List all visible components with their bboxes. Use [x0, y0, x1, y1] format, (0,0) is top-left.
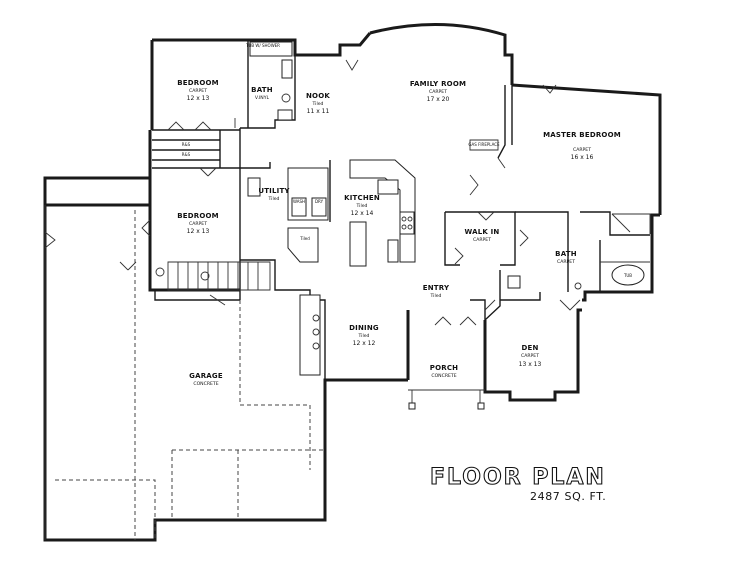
svg-text:GARAGE: GARAGE: [189, 372, 223, 380]
svg-text:BATH: BATH: [251, 86, 273, 94]
room-label-family-room: FAMILY ROOM CARPET 17 x 20: [410, 80, 466, 103]
svg-text:12 x 13: 12 x 13: [187, 228, 210, 235]
floor-area: 2487 SQ. FT.: [530, 490, 606, 503]
svg-text:ENTRY: ENTRY: [423, 284, 450, 292]
interior-walls: [152, 40, 650, 380]
svg-text:Tiled: Tiled: [358, 333, 370, 339]
bath-nw-fixtures: [249, 41, 293, 121]
master-bath-fixtures: [507, 213, 651, 290]
floor-plan-title: FLOOR PLAN: [430, 465, 606, 490]
room-label-bath-nw: TUB W/ SHOWER BATH V.INYL: [245, 43, 280, 101]
doors: [44, 59, 581, 326]
svg-text:11 x 11: 11 x 11: [307, 108, 330, 115]
room-label-bedroom-nw: BEDROOM CARPET 12 x 13: [177, 79, 219, 102]
room-label-garage: GARAGE CONCRETE: [189, 372, 223, 387]
svg-text:DINING: DINING: [349, 324, 379, 332]
porch-details: [408, 389, 485, 410]
svg-text:FAMILY ROOM: FAMILY ROOM: [410, 80, 466, 88]
svg-text:BATH: BATH: [555, 250, 577, 258]
svg-text:CARPET: CARPET: [573, 147, 591, 153]
fireplace-hearth: [469, 139, 499, 151]
svg-text:BEDROOM: BEDROOM: [177, 79, 219, 87]
svg-text:CARPET: CARPET: [189, 88, 207, 94]
room-label-bath-master: BATH CARPET: [555, 250, 577, 265]
svg-text:UTILITY: UTILITY: [258, 187, 290, 195]
svg-text:KITCHEN: KITCHEN: [344, 194, 380, 202]
svg-text:WALK IN: WALK IN: [464, 228, 499, 236]
svg-text:CONCRETE: CONCRETE: [431, 373, 456, 379]
room-label-den: DEN CARPET 13 x 13: [519, 344, 542, 368]
svg-text:TUB W/ SHOWER: TUB W/ SHOWER: [245, 43, 280, 48]
fireplace-label: GAS FIREPLACE: [468, 142, 500, 147]
svg-text:12 x 12: 12 x 12: [353, 340, 376, 347]
room-label-master-bedroom: MASTER BEDROOM CARPET 16 x 16: [543, 131, 621, 161]
svg-text:12 x 14: 12 x 14: [351, 210, 374, 217]
room-label-walk-in: WALK IN CARPET: [464, 228, 499, 243]
svg-text:12 x 13: 12 x 13: [187, 95, 210, 102]
tub-label: TUB: [623, 273, 632, 278]
svg-text:17 x 20: 17 x 20: [427, 96, 450, 103]
room-label-kitchen: KITCHEN Tiled 12 x 14: [344, 194, 380, 217]
room-label-bedroom-w: BEDROOM CARPET 12 x 13: [177, 212, 219, 235]
room-label-entry: ENTRY Tiled: [423, 284, 450, 299]
svg-text:CARPET: CARPET: [521, 353, 539, 359]
rs-label-2: R&S: [182, 152, 191, 157]
svg-text:V.INYL: V.INYL: [255, 95, 270, 101]
room-label-dining: DINING Tiled 12 x 12: [349, 324, 379, 347]
pantry-label: Tiled: [299, 236, 310, 241]
room-label-porch: PORCH CONCRETE: [430, 364, 458, 379]
garage-area: [44, 205, 325, 540]
washer-label: WASH: [293, 199, 305, 204]
room-label-nook: NOOK Tiled 11 x 11: [306, 92, 330, 115]
svg-text:PORCH: PORCH: [430, 364, 458, 372]
svg-text:CARPET: CARPET: [189, 221, 207, 227]
svg-text:Tiled: Tiled: [430, 293, 442, 299]
svg-text:MASTER BEDROOM: MASTER BEDROOM: [543, 131, 621, 139]
stairs: [155, 261, 271, 291]
svg-text:CARPET: CARPET: [429, 89, 447, 95]
svg-text:NOOK: NOOK: [306, 92, 330, 100]
dryer-label: DRY: [315, 199, 324, 204]
room-label-utility: UTILITY Tiled: [258, 187, 290, 202]
svg-text:16 x 16: 16 x 16: [571, 154, 594, 161]
svg-text:CARPET: CARPET: [557, 259, 575, 265]
svg-text:DEN: DEN: [521, 344, 538, 352]
svg-text:13 x 13: 13 x 13: [519, 361, 542, 368]
kitchen-fixtures: [247, 159, 416, 267]
svg-text:CONCRETE: CONCRETE: [193, 381, 218, 387]
svg-text:CARPET: CARPET: [473, 237, 491, 243]
svg-text:Tiled: Tiled: [312, 101, 324, 107]
svg-text:Tiled: Tiled: [268, 196, 280, 202]
svg-text:BEDROOM: BEDROOM: [177, 212, 219, 220]
rs-label-1: R&S: [182, 142, 191, 147]
svg-text:Tiled: Tiled: [356, 203, 368, 209]
